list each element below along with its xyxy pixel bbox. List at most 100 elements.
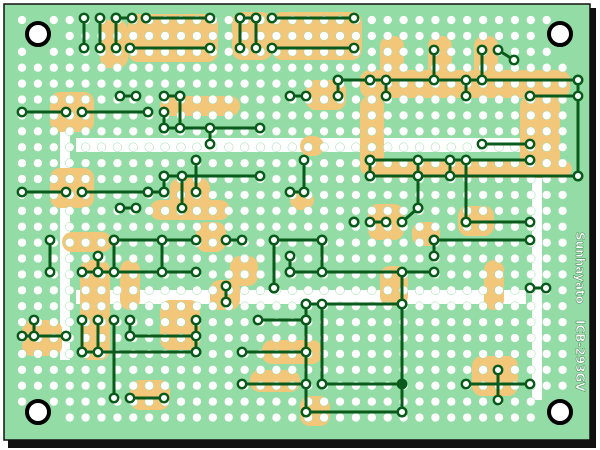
pad-icon [255, 190, 266, 200]
pad-icon [49, 78, 59, 89]
pad-icon [65, 396, 75, 407]
wire-end-pad-icon [364, 154, 376, 166]
pad-icon [446, 206, 456, 216]
pad-icon [49, 47, 59, 57]
pad-icon [430, 94, 441, 105]
pad-icon [112, 285, 123, 295]
pad-icon [367, 15, 377, 25]
pad-icon [33, 158, 43, 168]
pad-icon [510, 222, 520, 232]
pad-icon [49, 94, 59, 105]
pad-icon [239, 190, 250, 200]
pad-icon [176, 301, 186, 311]
pad-icon [160, 365, 170, 375]
pad-icon [478, 333, 488, 343]
pad-icon [287, 174, 297, 184]
pad-icon [510, 333, 520, 343]
pad-icon [446, 412, 456, 423]
pad-icon [335, 222, 345, 232]
pad-icon [96, 381, 107, 391]
wire-end-pad-icon [220, 280, 232, 292]
pad-icon [255, 412, 266, 423]
wire-end-pad-icon [176, 202, 188, 214]
pad-icon [494, 206, 504, 216]
pad-icon [65, 412, 75, 423]
pad-icon [462, 365, 472, 375]
pad-icon [510, 126, 520, 136]
pad-icon [335, 126, 345, 136]
pad-icon [446, 110, 456, 121]
pad-icon [224, 317, 234, 327]
pad-icon [239, 31, 250, 41]
pad-icon [557, 317, 568, 327]
pad-icon [33, 142, 43, 152]
pad-icon [65, 365, 75, 375]
pad-icon [383, 253, 393, 264]
pad-icon [224, 158, 234, 168]
pad-icon [335, 396, 345, 407]
pad-icon [208, 396, 218, 407]
pad-icon [49, 206, 59, 216]
wire-end-pad-icon [524, 378, 536, 390]
pad-icon [224, 396, 234, 407]
wire-end-pad-icon [396, 406, 408, 418]
pad-icon [144, 63, 154, 73]
wire-end-pad-icon [108, 234, 120, 246]
pad-icon [446, 317, 456, 327]
pad-icon [478, 253, 488, 264]
pad-icon [335, 285, 345, 295]
pad-icon [462, 253, 472, 264]
pad-icon [144, 206, 154, 216]
pad-icon [367, 31, 377, 41]
wire-end-pad-icon [428, 266, 440, 278]
pad-icon [430, 285, 441, 295]
pad-icon [224, 349, 234, 359]
pad-icon [176, 412, 186, 423]
wire-end-pad-icon [348, 12, 360, 24]
pad-icon [478, 285, 488, 295]
pad-icon [176, 142, 186, 152]
wire-end-pad-icon [266, 12, 278, 24]
pad-icon [160, 63, 170, 73]
pad-icon [239, 396, 250, 407]
pad-icon [446, 15, 456, 25]
pad-icon [192, 206, 202, 216]
pad-icon [255, 222, 266, 232]
pad-icon [96, 285, 107, 295]
wire-end-pad-icon [492, 394, 504, 406]
pad-icon [65, 317, 75, 327]
pad-icon [446, 269, 456, 280]
pad-icon [367, 317, 377, 327]
pad-icon [494, 269, 504, 280]
pad-icon [414, 285, 425, 295]
pad-icon [144, 317, 154, 327]
pad-icon [542, 222, 552, 232]
pad-icon [80, 285, 91, 295]
pad-icon [462, 31, 472, 41]
pad-icon [446, 63, 456, 73]
wire-end-pad-icon [124, 392, 136, 404]
pad-icon [176, 253, 186, 264]
pad-icon [430, 222, 441, 232]
pad-icon [287, 110, 297, 121]
pad-icon [367, 333, 377, 343]
pad-icon [128, 158, 138, 168]
wire-end-pad-icon [300, 346, 312, 358]
pad-icon [510, 269, 520, 280]
pad-icon [65, 206, 75, 216]
pad-icon [367, 285, 377, 295]
pad-icon [367, 63, 377, 73]
pad-icon [208, 285, 218, 295]
pad-icon [128, 222, 138, 232]
pad-icon [462, 396, 472, 407]
pad-icon [176, 63, 186, 73]
pad-icon [17, 94, 27, 105]
pad-icon [65, 94, 75, 105]
pad-icon [303, 31, 313, 41]
pad-icon [383, 349, 393, 359]
pad-icon [478, 349, 488, 359]
pad-icon [446, 94, 456, 105]
pad-icon [176, 381, 186, 391]
pad-icon [271, 301, 282, 311]
wire-end-pad-icon [396, 266, 408, 278]
